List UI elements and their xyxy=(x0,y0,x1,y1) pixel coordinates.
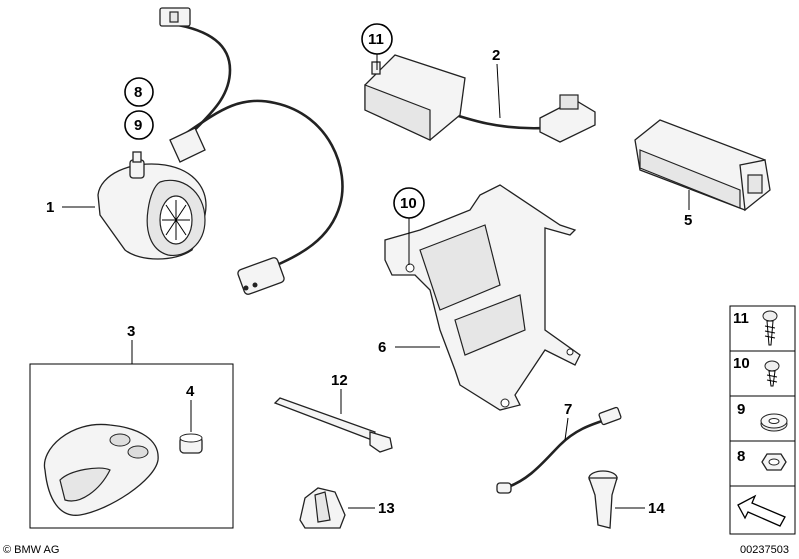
label-2: 2 xyxy=(492,47,500,64)
side-label-9: 9 xyxy=(737,401,745,418)
cable-tie-part[interactable] xyxy=(273,397,393,453)
label-11: 11 xyxy=(368,31,384,48)
diagram-id-text: 00237503 xyxy=(740,544,789,556)
nut-part[interactable] xyxy=(761,453,787,471)
label-6: 6 xyxy=(378,339,386,356)
side-label-11: 11 xyxy=(733,310,749,327)
callout-circle-10 xyxy=(393,187,425,219)
side-box-11 xyxy=(729,305,796,352)
remote-key-part[interactable] xyxy=(43,423,159,516)
label-7: 7 xyxy=(564,401,572,418)
label-8: 8 xyxy=(134,84,142,101)
control-module-part[interactable] xyxy=(364,54,596,143)
side-label-10: 10 xyxy=(733,355,750,372)
bracket-part[interactable] xyxy=(384,184,581,411)
label-13: 13 xyxy=(378,500,395,517)
washer-part[interactable] xyxy=(760,413,788,432)
clip-part[interactable] xyxy=(299,487,346,529)
direction-arrow-icon xyxy=(737,494,786,527)
battery-cap-part[interactable] xyxy=(179,433,203,454)
callout-circle-9 xyxy=(124,110,154,140)
screw-short-part[interactable] xyxy=(764,360,780,387)
connector-housing-part[interactable] xyxy=(634,119,771,212)
screw-long-part[interactable] xyxy=(762,310,778,346)
siren-part[interactable] xyxy=(97,7,344,295)
label-9: 9 xyxy=(134,117,142,134)
bolt-part[interactable] xyxy=(588,470,618,529)
sensor-wire-part[interactable] xyxy=(496,406,622,494)
label-5: 5 xyxy=(684,212,692,229)
label-10: 10 xyxy=(400,195,417,212)
leader-lines xyxy=(62,50,690,509)
label-12: 12 xyxy=(331,372,348,389)
side-label-8: 8 xyxy=(737,448,745,465)
label-4: 4 xyxy=(186,383,195,400)
callout-circle-11 xyxy=(361,23,393,55)
callout-circle-8 xyxy=(124,77,154,107)
label-1: 1 xyxy=(46,199,54,216)
label-14: 14 xyxy=(648,500,665,517)
copyright-text: © BMW AG xyxy=(3,544,59,556)
label-3: 3 xyxy=(127,323,135,340)
